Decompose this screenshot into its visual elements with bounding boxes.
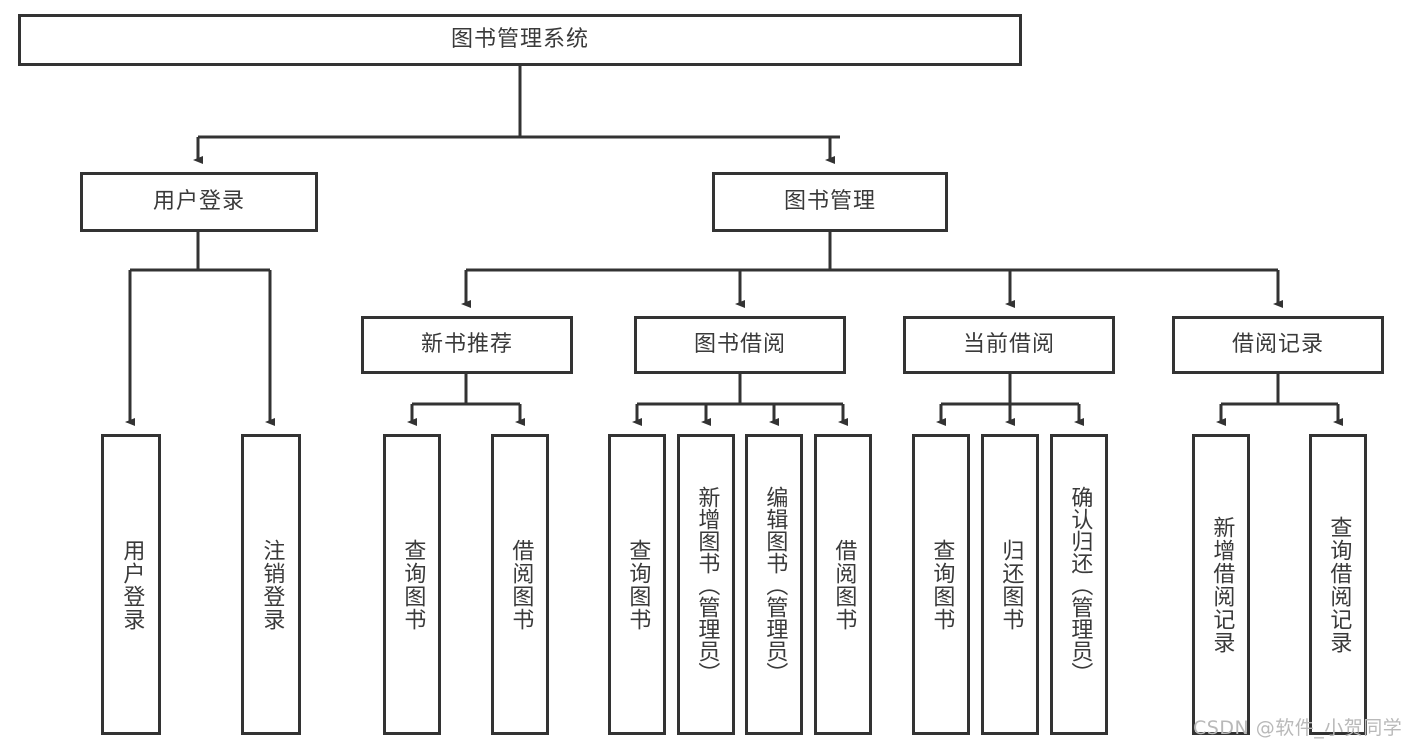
- leaf-query-book-new[interactable]: 查询图书: [383, 434, 441, 735]
- node-label: 新增借阅记录: [1209, 515, 1235, 654]
- node-label: 图书借阅: [693, 331, 786, 357]
- node-book-management[interactable]: 图书管理: [712, 172, 948, 232]
- leaf-query-book-borrow[interactable]: 查询图书: [608, 434, 666, 735]
- node-borrow-records[interactable]: 借阅记录: [1172, 316, 1384, 374]
- node-label: 新增图书（管理员）: [694, 485, 720, 684]
- node-label: 图书管理系统: [450, 26, 589, 52]
- leaf-query-borrow-record[interactable]: 查询借阅记录: [1309, 434, 1367, 735]
- node-label: 借阅记录: [1231, 331, 1324, 357]
- node-label: 确认归还（管理员）: [1067, 485, 1093, 684]
- leaf-user-login[interactable]: 用户登录: [101, 434, 161, 735]
- node-book-borrow[interactable]: 图书借阅: [634, 316, 846, 374]
- leaf-borrow-book[interactable]: 借阅图书: [814, 434, 872, 735]
- node-new-book-recommend[interactable]: 新书推荐: [361, 316, 573, 374]
- leaf-add-book-admin[interactable]: 新增图书（管理员）: [677, 434, 735, 735]
- node-label: 归还图书: [998, 538, 1024, 631]
- leaf-logout[interactable]: 注销登录: [241, 434, 301, 735]
- leaf-borrow-book-new[interactable]: 借阅图书: [491, 434, 549, 735]
- node-label: 编辑图书（管理员）: [762, 485, 788, 684]
- node-label: 用户登录: [152, 188, 245, 214]
- node-label: 查询图书: [400, 538, 426, 631]
- leaf-add-borrow-record[interactable]: 新增借阅记录: [1192, 434, 1250, 735]
- node-current-borrow[interactable]: 当前借阅: [903, 316, 1115, 374]
- node-label: 用户登录: [119, 538, 145, 631]
- watermark-text: CSDN @软件_小贺同学: [1193, 717, 1403, 739]
- leaf-confirm-return-admin[interactable]: 确认归还（管理员）: [1050, 434, 1108, 735]
- node-label: 查询借阅记录: [1326, 515, 1352, 654]
- node-label: 查询图书: [625, 538, 651, 631]
- leaf-edit-book-admin[interactable]: 编辑图书（管理员）: [745, 434, 803, 735]
- node-label: 借阅图书: [508, 538, 534, 631]
- node-label: 查询图书: [929, 538, 955, 631]
- node-user-login[interactable]: 用户登录: [80, 172, 318, 232]
- leaf-return-book[interactable]: 归还图书: [981, 434, 1039, 735]
- node-label: 借阅图书: [831, 538, 857, 631]
- leaf-query-book-current[interactable]: 查询图书: [912, 434, 970, 735]
- node-label: 注销登录: [259, 538, 285, 631]
- node-label: 图书管理: [783, 188, 876, 214]
- node-label: 新书推荐: [420, 331, 513, 357]
- node-root-system[interactable]: 图书管理系统: [18, 14, 1022, 66]
- node-label: 当前借阅: [962, 331, 1055, 357]
